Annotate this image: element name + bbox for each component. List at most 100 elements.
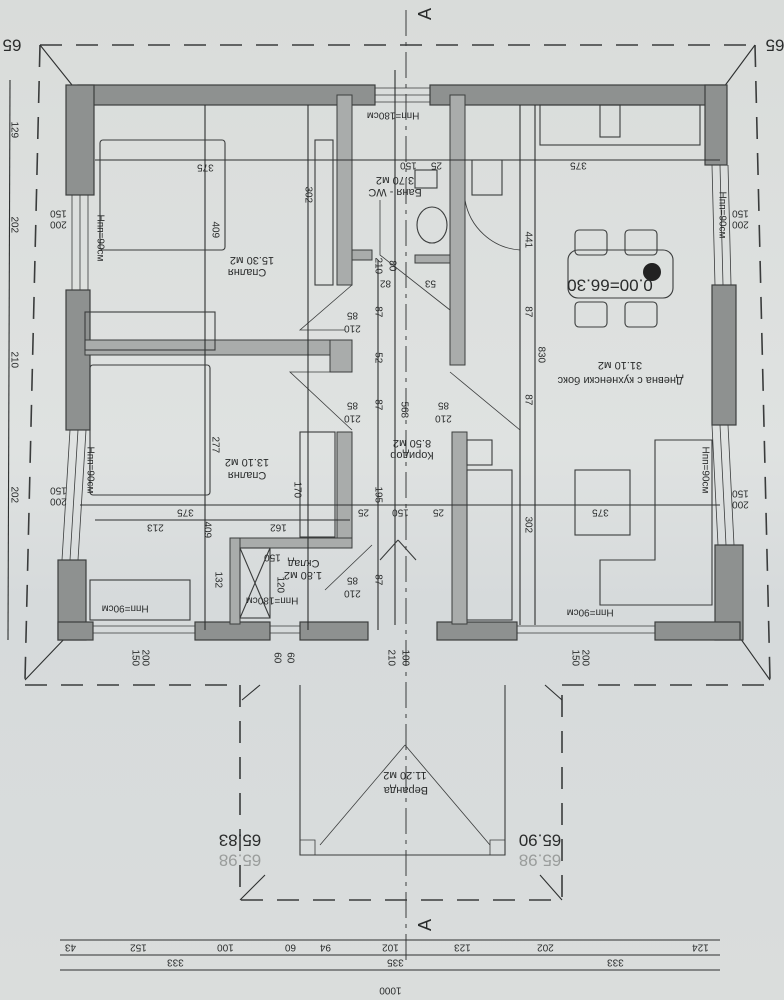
dimension-label: 210 [373, 257, 384, 274]
dimension-label: 213 [147, 522, 164, 533]
elevation-mark: 65.98 [219, 851, 262, 870]
section-mark: A [415, 8, 435, 20]
window-dimension: 200 [732, 219, 749, 230]
section-mark: A [415, 919, 435, 931]
dimension-label: 195 [373, 486, 384, 503]
room-name: Веранда [383, 784, 428, 796]
window-sill-height: Нпп=180см [246, 595, 299, 606]
wardrobe-upper [84, 311, 216, 351]
dimension-label: 150 [392, 507, 409, 518]
kitchen-sink [471, 159, 503, 196]
dimension-label: 87 [523, 394, 534, 406]
door-size: 85 [437, 400, 449, 411]
room-name: Коридор [390, 449, 433, 461]
storage-shelf [239, 547, 271, 619]
elevation-mark: 65.90 [519, 831, 562, 850]
dimension-label: 150 [264, 552, 281, 563]
window-dimension: 200 [732, 499, 749, 510]
room-area: 1.80 м2 [284, 569, 322, 581]
dresser [314, 139, 334, 286]
dimension-label: 568 [399, 401, 410, 418]
dimension-label: 87 [373, 574, 384, 586]
dimension-label: 82 [379, 278, 391, 289]
window-sill-height: Нпп=180см [367, 110, 420, 121]
bottom-dimension: 60 [284, 942, 296, 953]
dimension-label: 170 [292, 481, 303, 498]
window-sill-height: Нпп=90см [102, 603, 149, 614]
dimension-label: 25 [430, 160, 442, 171]
window-sill-height: Нпп=90см [95, 214, 106, 261]
window-dimension: 150 [570, 649, 581, 666]
window-sill-height: Нпп=90см [567, 607, 614, 618]
bottom-dimension: 43 [64, 942, 76, 953]
bottom-dimension: 152 [130, 942, 147, 953]
door-size: 210 [344, 588, 361, 599]
bottom-dimension: 333 [607, 957, 624, 968]
room-area: 3.70 м2 [376, 174, 414, 186]
dimension-label: 830 [536, 346, 547, 363]
door-size: 85 [346, 310, 358, 321]
elevation-mark: 65 [766, 36, 784, 55]
room-name: Баня - WC [368, 186, 422, 198]
wardrobe-corridor [299, 431, 336, 538]
window-dimension: 200 [50, 219, 67, 230]
dimension-label: 87 [523, 306, 534, 318]
window-dimension: 150 [130, 649, 141, 666]
bottom-dimension: 124 [692, 942, 709, 953]
dimension-label: 120 [275, 576, 286, 593]
window-sill-height: Нпп=90см [700, 446, 711, 493]
dimension-label: 100 [400, 649, 411, 666]
left-dimension: 202 [9, 486, 20, 503]
dimension-label: 302 [523, 516, 534, 533]
level-mark: 0.00=66.30 [567, 276, 653, 295]
dimension-label: 25 [432, 507, 444, 518]
window-dimension: 200 [140, 649, 151, 666]
stove [599, 104, 621, 138]
kitchen-unit [466, 469, 513, 621]
room-name: Склад [287, 557, 319, 569]
room-area: 11.20 м2 [383, 769, 426, 781]
dimension-label: 60 [285, 652, 296, 664]
bottom-dimension: 123 [454, 942, 471, 953]
level-marker-icon [643, 263, 661, 281]
dimension-label: 375 [592, 507, 609, 518]
room-name: Дневна с кухненски бокс [557, 374, 683, 386]
window-bench [89, 579, 191, 621]
dimension-label: 162 [270, 522, 287, 533]
dimension-label: 80 [387, 260, 398, 272]
dimension-label: 375 [197, 162, 214, 173]
left-dimension: 129 [9, 121, 20, 138]
sofa [599, 439, 713, 606]
dimension-label: 375 [570, 160, 587, 171]
coffee-table [574, 469, 631, 536]
bottom-dimension: 333 [167, 957, 184, 968]
bed-upper [99, 139, 226, 251]
dimension-label: 409 [210, 221, 221, 238]
dimension-label: 441 [523, 231, 534, 248]
bottom-dimension: 202 [537, 942, 554, 953]
sink-bath [416, 206, 448, 244]
left-dimension: 202 [9, 216, 20, 233]
door-size: 210 [435, 413, 452, 424]
window-sill-height: Нпп=90см [717, 191, 728, 238]
bed-lower [89, 364, 211, 496]
door-size: 85 [346, 400, 358, 411]
veranda [299, 539, 506, 856]
dimension-label: 53 [424, 278, 436, 289]
bottom-total-dimension: 1000 [379, 985, 402, 996]
dimension-label: 210 [386, 649, 397, 666]
walls [57, 84, 744, 641]
dimension-label: 375 [177, 507, 194, 518]
dimension-label: 52 [373, 352, 384, 364]
toilet [414, 169, 438, 189]
dimension-label: 150 [400, 160, 417, 171]
roof-outline [24, 44, 771, 901]
washing-machine [466, 439, 493, 466]
door-size: 210 [344, 323, 361, 334]
window-sill-height: Нпп=90см [85, 446, 96, 493]
room-area: 15.30 м2 [230, 254, 274, 266]
elevation-mark: 65.98 [519, 851, 562, 870]
window-dimension: 150 [50, 208, 67, 219]
room-name: Спалня [228, 266, 267, 278]
